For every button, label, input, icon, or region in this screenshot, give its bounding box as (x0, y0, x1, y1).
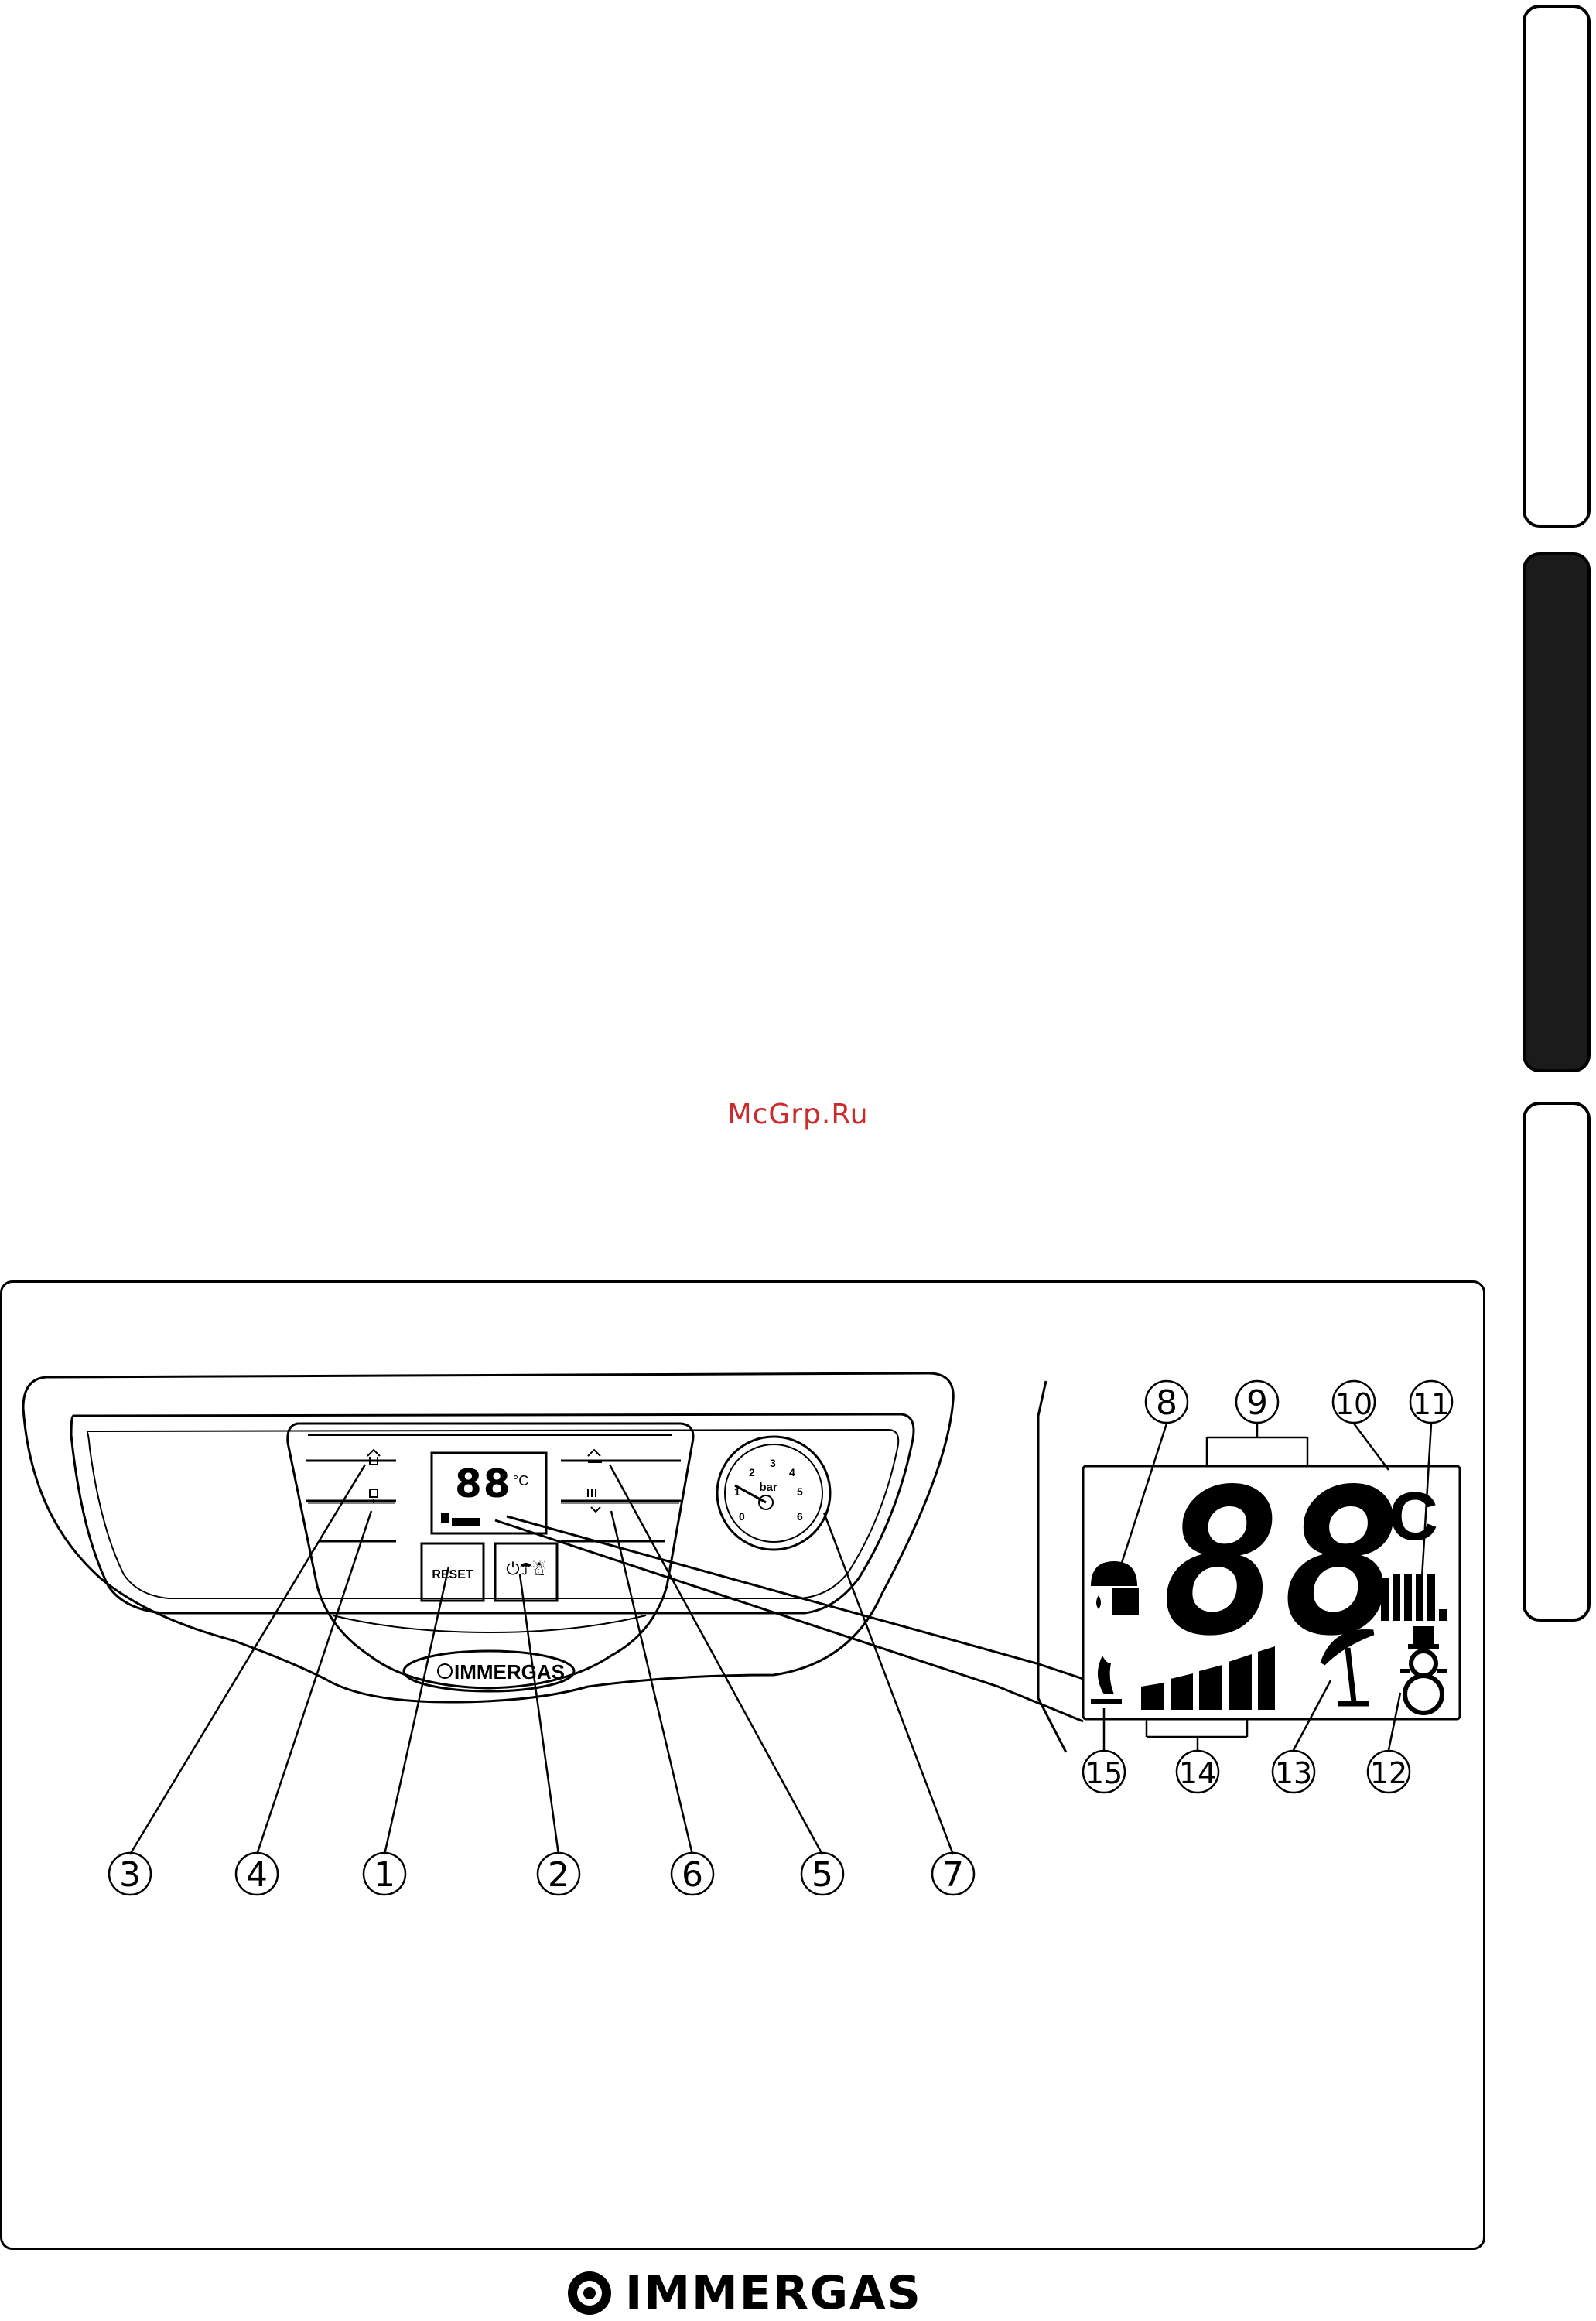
svg-text:IMMERGAS: IMMERGAS (454, 1660, 565, 1683)
figure-frame (0, 1280, 1485, 2250)
callout-15: 15 (1085, 1756, 1123, 1790)
chapter-tab-2-active[interactable] (1523, 552, 1591, 1072)
flame-icon (1091, 1656, 1122, 1704)
svg-text:0: 0 (739, 1510, 745, 1523)
radiator-icon (1381, 1574, 1447, 1621)
svg-text:6: 6 (797, 1510, 803, 1523)
callout-circles (108, 1379, 1454, 1896)
brand-name: IMMERGAS (625, 2266, 922, 2320)
reset-button-label: RESET (432, 1568, 473, 1581)
tap-icon (1091, 1561, 1139, 1615)
callout-6: 6 (682, 1855, 703, 1895)
callout-4: 4 (246, 1855, 268, 1895)
callout-12: 12 (1370, 1756, 1407, 1790)
callout-8: 8 (1156, 1383, 1177, 1423)
leader-lines (128, 1423, 1433, 1855)
snowman-icon (1400, 1626, 1447, 1715)
watermark: McGrp.Ru (727, 1099, 869, 1130)
svg-text:5: 5 (797, 1485, 803, 1498)
callout-5: 5 (812, 1855, 833, 1895)
callout-9: 9 (1246, 1383, 1268, 1423)
callout-1: 1 (374, 1855, 395, 1895)
svg-text:3: 3 (770, 1457, 776, 1469)
enlarged-display: 88 °C (494, 1380, 1461, 1753)
callout-11: 11 (1413, 1387, 1450, 1421)
callout-14: 14 (1179, 1756, 1216, 1790)
svg-text:4: 4 (789, 1466, 795, 1478)
callout-7: 7 (942, 1855, 964, 1895)
chapter-tab-1[interactable] (1523, 5, 1591, 528)
control-panel: 88 °C RESET ⏻☂☃ 0 12 3 45 6 bar IMMERGAS (22, 1372, 955, 1704)
brand-logo-icon (568, 2271, 611, 2315)
svg-text:1: 1 (734, 1485, 740, 1498)
callout-13: 13 (1275, 1756, 1312, 1790)
svg-text:°C: °C (513, 1473, 528, 1489)
svg-text:⏻☂☃: ⏻☂☃ (506, 1559, 545, 1578)
svg-text:2: 2 (749, 1466, 755, 1478)
power-level-icon (1141, 1646, 1275, 1710)
chapter-tab-3[interactable] (1523, 1102, 1591, 1622)
callout-2: 2 (548, 1855, 569, 1895)
svg-text:88: 88 (455, 1461, 512, 1506)
umbrella-icon (1320, 1629, 1375, 1707)
svg-text:bar: bar (759, 1481, 777, 1494)
display-digits: 88 (1160, 1447, 1403, 1680)
callout-3: 3 (119, 1855, 141, 1895)
callout-10: 10 (1335, 1387, 1372, 1421)
brand-logo: IMMERGAS (565, 2270, 921, 2316)
